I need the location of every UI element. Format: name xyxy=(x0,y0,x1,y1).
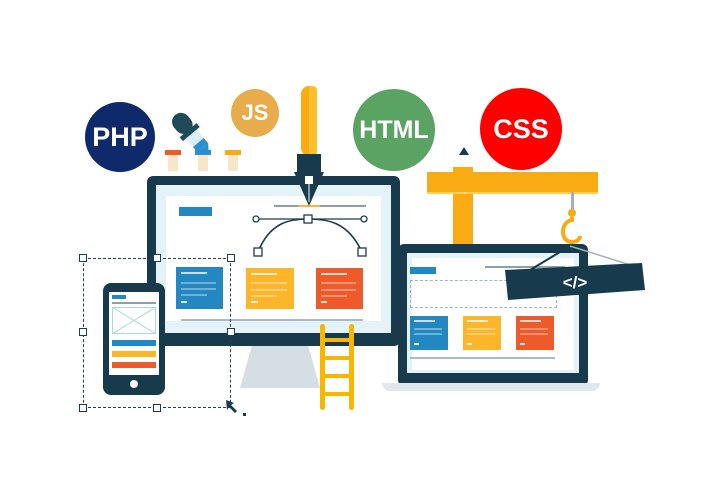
selection-handle-tm[interactable] xyxy=(153,254,161,262)
paint-drip-blue-top xyxy=(195,150,211,155)
selection-handle-tl[interactable] xyxy=(79,254,87,262)
php-label: PHP xyxy=(92,121,148,152)
paint-drip-yellow xyxy=(228,151,238,171)
pencil-tip-icon xyxy=(459,147,469,155)
phone-nav xyxy=(112,302,156,304)
phone-home-button xyxy=(130,380,138,388)
laptop-base xyxy=(382,383,600,391)
html-badge: HTML xyxy=(353,89,435,171)
selection-handle-mr[interactable] xyxy=(227,328,235,336)
monitor-stand-neck xyxy=(240,345,320,388)
selection-handle-ml[interactable] xyxy=(79,328,87,336)
crane-ruler-arm xyxy=(427,172,598,194)
monitor-card-orange xyxy=(316,268,363,309)
selection-handle-tr[interactable] xyxy=(227,254,235,262)
laptop-logo-bar xyxy=(410,267,436,274)
monitor-nav xyxy=(274,205,366,207)
paint-drip-blue xyxy=(198,151,208,171)
crane-hook-icon xyxy=(561,209,582,245)
laptop-card-orange xyxy=(516,316,554,350)
bezier-curve-icon xyxy=(252,214,368,257)
monitor-card-blue xyxy=(176,267,223,309)
php-badge: PHP xyxy=(85,102,155,172)
cursor-arrow-icon xyxy=(226,400,246,416)
crane-cable xyxy=(571,192,574,216)
laptop-card-blue xyxy=(410,316,448,350)
laptop-nav xyxy=(485,266,565,268)
paint-drip-red xyxy=(168,151,178,171)
selection-handle-bl[interactable] xyxy=(79,404,87,412)
laptop-footer-line xyxy=(410,357,555,359)
monitor-footer-line xyxy=(181,319,363,321)
laptop-card-yellow xyxy=(463,316,501,350)
monitor-logo-bar xyxy=(179,207,212,216)
js-badge: JS xyxy=(231,89,279,137)
phone-bar-yellow xyxy=(112,351,156,357)
pen-tool-icon xyxy=(294,86,324,206)
js-label: JS xyxy=(241,100,269,125)
eyedropper-icon xyxy=(172,112,209,155)
code-sign-label: </> xyxy=(563,273,588,292)
phone-logo-bar xyxy=(112,295,126,299)
html-label: HTML xyxy=(359,115,429,144)
phone-bar-orange xyxy=(112,362,156,368)
css-label: CSS xyxy=(493,113,549,144)
css-badge: CSS xyxy=(480,88,562,170)
phone-bar-blue xyxy=(112,340,156,346)
code-sign: </> xyxy=(505,245,645,300)
selection-handle-bm[interactable] xyxy=(153,404,161,412)
phone-image-placeholder-icon xyxy=(112,307,156,334)
monitor-card-yellow xyxy=(246,268,294,309)
paint-drip-red-top xyxy=(165,150,181,155)
paint-drip-yellow-top xyxy=(225,150,241,155)
ladder-icon xyxy=(320,324,354,410)
